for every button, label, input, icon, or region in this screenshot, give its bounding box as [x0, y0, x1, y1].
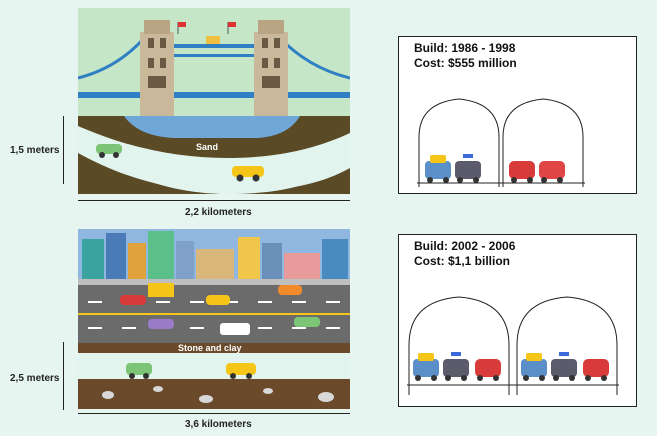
bottom-car-red2 [583, 359, 609, 381]
top-car-police [455, 154, 481, 183]
bottom-tube-left [408, 296, 510, 395]
top-cost-text: Cost: $555 million [414, 56, 517, 70]
bottom-car-green [126, 363, 152, 379]
bridge-walkway-lower [163, 54, 263, 57]
city-buildings [82, 231, 348, 279]
top-info-panel: Build: 1986 - 1998 Cost: $555 million [398, 36, 637, 194]
bottom-height-line [63, 342, 64, 410]
bridge-walkway [163, 44, 263, 48]
bottom-car-yellow [226, 363, 256, 379]
top-height-line [63, 116, 64, 184]
top-car-taxi [425, 155, 451, 183]
bottom-tube-right [516, 296, 618, 395]
bottom-ground-label: Stone and clay [178, 343, 242, 353]
top-ground-label: Sand [196, 142, 218, 152]
top-car-red [509, 161, 535, 183]
bottom-car-taxi2 [521, 353, 547, 381]
bottom-tunnel [78, 353, 350, 379]
top-car-green [96, 144, 122, 158]
top-car-red2 [539, 161, 565, 183]
top-length-label: 2,2 kilometers [185, 207, 252, 218]
top-scene: Sand [78, 8, 350, 194]
bottom-car-police [443, 352, 469, 381]
sidewalk [78, 279, 350, 285]
bottom-car-taxi [413, 353, 439, 381]
bottom-length-label: 3,6 kilometers [185, 419, 252, 430]
bottom-tunnel-cross-section [407, 296, 619, 395]
bottom-car-red [475, 359, 501, 381]
bottom-build-text: Build: 2002 - 2006 [414, 239, 516, 253]
bottom-car-police2 [551, 352, 577, 381]
top-build-text: Build: 1986 - 1998 [414, 41, 516, 55]
soil-stones [102, 386, 334, 403]
bottom-length-line [78, 413, 350, 414]
top-tube-right [502, 98, 584, 187]
top-car-yellow [232, 166, 264, 182]
top-tube-left [418, 98, 500, 187]
bottom-height-label: 2,5 meters [10, 373, 60, 384]
top-tunnel-main [78, 126, 350, 192]
river-water [124, 116, 300, 138]
bridge-tower-left [140, 20, 174, 116]
road-cars [120, 283, 320, 335]
bottom-cost-text: Cost: $1,1 billion [414, 254, 511, 268]
bottom-scene: Stone and clay [78, 229, 350, 409]
top-tunnel-cross-section [417, 98, 585, 187]
bridge-tower-right [254, 20, 288, 116]
bridge-flags [177, 22, 236, 44]
bridge-deck [78, 92, 350, 98]
bottom-info-panel: Build: 2002 - 2006 Cost: $1,1 billion [398, 234, 637, 407]
top-length-line [78, 200, 350, 201]
top-height-label: 1,5 meters [10, 145, 60, 156]
